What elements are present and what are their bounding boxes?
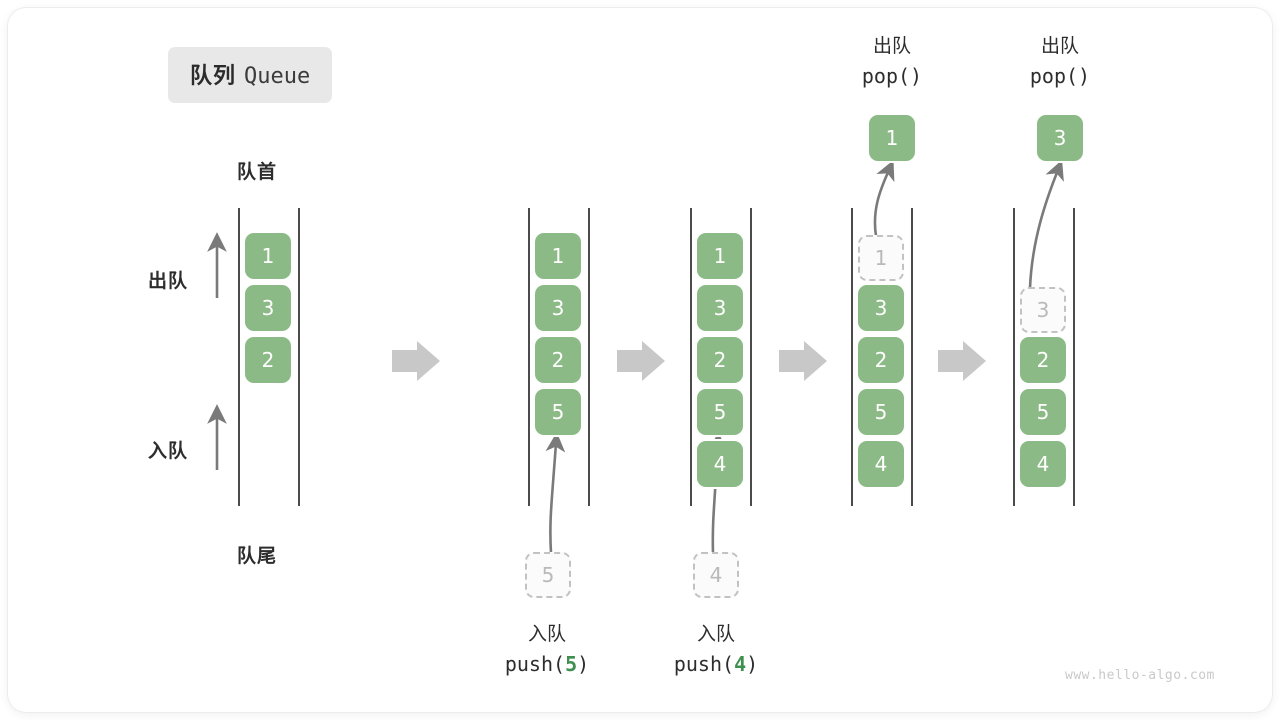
push-code-num: 5 [565,652,578,677]
popped-ghost-cell: 3 [1020,287,1066,333]
push-code-suffix: ) [577,652,590,677]
label-enqueue-side: 入队 [148,440,189,462]
queue-cell: 3 [535,285,581,331]
queue-cell: 2 [1020,337,1066,383]
diagram-title-badge: 队列 Queue [168,47,333,103]
queue-cell: 3 [858,285,904,331]
rail-right [1073,208,1075,506]
queue-cell: 4 [697,441,743,487]
step-arrow-1 [392,341,440,381]
queue-cell: 2 [697,337,743,383]
queue-cell: 2 [858,337,904,383]
queue-cell: 1 [697,233,743,279]
queue-cell: 2 [245,337,291,383]
push-label-cn: 入队 [696,623,735,645]
rail-left [528,208,530,506]
queue-cell: 3 [697,285,743,331]
queue-cell: 4 [858,441,904,487]
push-label-code: push(5) [467,649,627,680]
queue-cell: 5 [1020,389,1066,435]
queue-cell: 3 [245,285,291,331]
push-code-prefix: push( [673,652,735,677]
push-arrow-5 [545,432,566,554]
queue-cell: 5 [858,389,904,435]
push-code-prefix: push( [504,652,566,677]
queue-cell: 5 [535,389,581,435]
queue-cell: 5 [697,389,743,435]
rail-left [238,208,240,506]
rail-left [851,208,853,506]
rail-right [298,208,300,506]
pop-label-cn: 出队 [872,35,911,57]
watermark: www.hello-algo.com [1065,668,1215,683]
push-label-code: push(4) [636,649,796,680]
queue-cell: 2 [535,337,581,383]
queue-cell: 1 [535,233,581,279]
step-arrow-3 [779,341,827,381]
label-queue-head: 队首 [237,161,278,183]
pop-label-code: pop() [1029,64,1091,89]
step-arrow-4 [938,341,986,381]
pop-label-1: 出队 pop() [812,32,972,92]
popped-ghost-cell: 1 [858,235,904,281]
step-arrow-2 [617,341,665,381]
rail-left [1013,208,1015,506]
rail-left [690,208,692,506]
rail-right [911,208,913,506]
popped-value-cell: 1 [869,115,915,161]
label-queue-tail: 队尾 [237,545,278,567]
pop-label-cn: 出队 [1040,35,1079,57]
push-ghost-cell: 4 [693,552,739,598]
push-label-cn: 入队 [527,623,566,645]
push-ghost-cell: 5 [525,552,571,598]
pop-label-code: pop() [861,64,923,89]
push-code-num: 4 [734,652,747,677]
push-code-suffix: ) [746,652,759,677]
queue-cell: 4 [1020,441,1066,487]
title-en: Queue [244,64,311,89]
queue-cell: 1 [245,233,291,279]
push-label-4: 入队 push(4) [636,620,796,680]
popped-value-cell: 3 [1037,115,1083,161]
pop-arrow-3 [1028,159,1064,289]
label-dequeue-side: 出队 [148,270,189,292]
pop-label-3: 出队 pop() [980,32,1140,92]
rail-right [750,208,752,506]
rail-right [588,208,590,506]
title-cn: 队列 [190,64,237,89]
pop-arrow-1 [873,160,895,237]
push-label-5: 入队 push(5) [467,620,627,680]
